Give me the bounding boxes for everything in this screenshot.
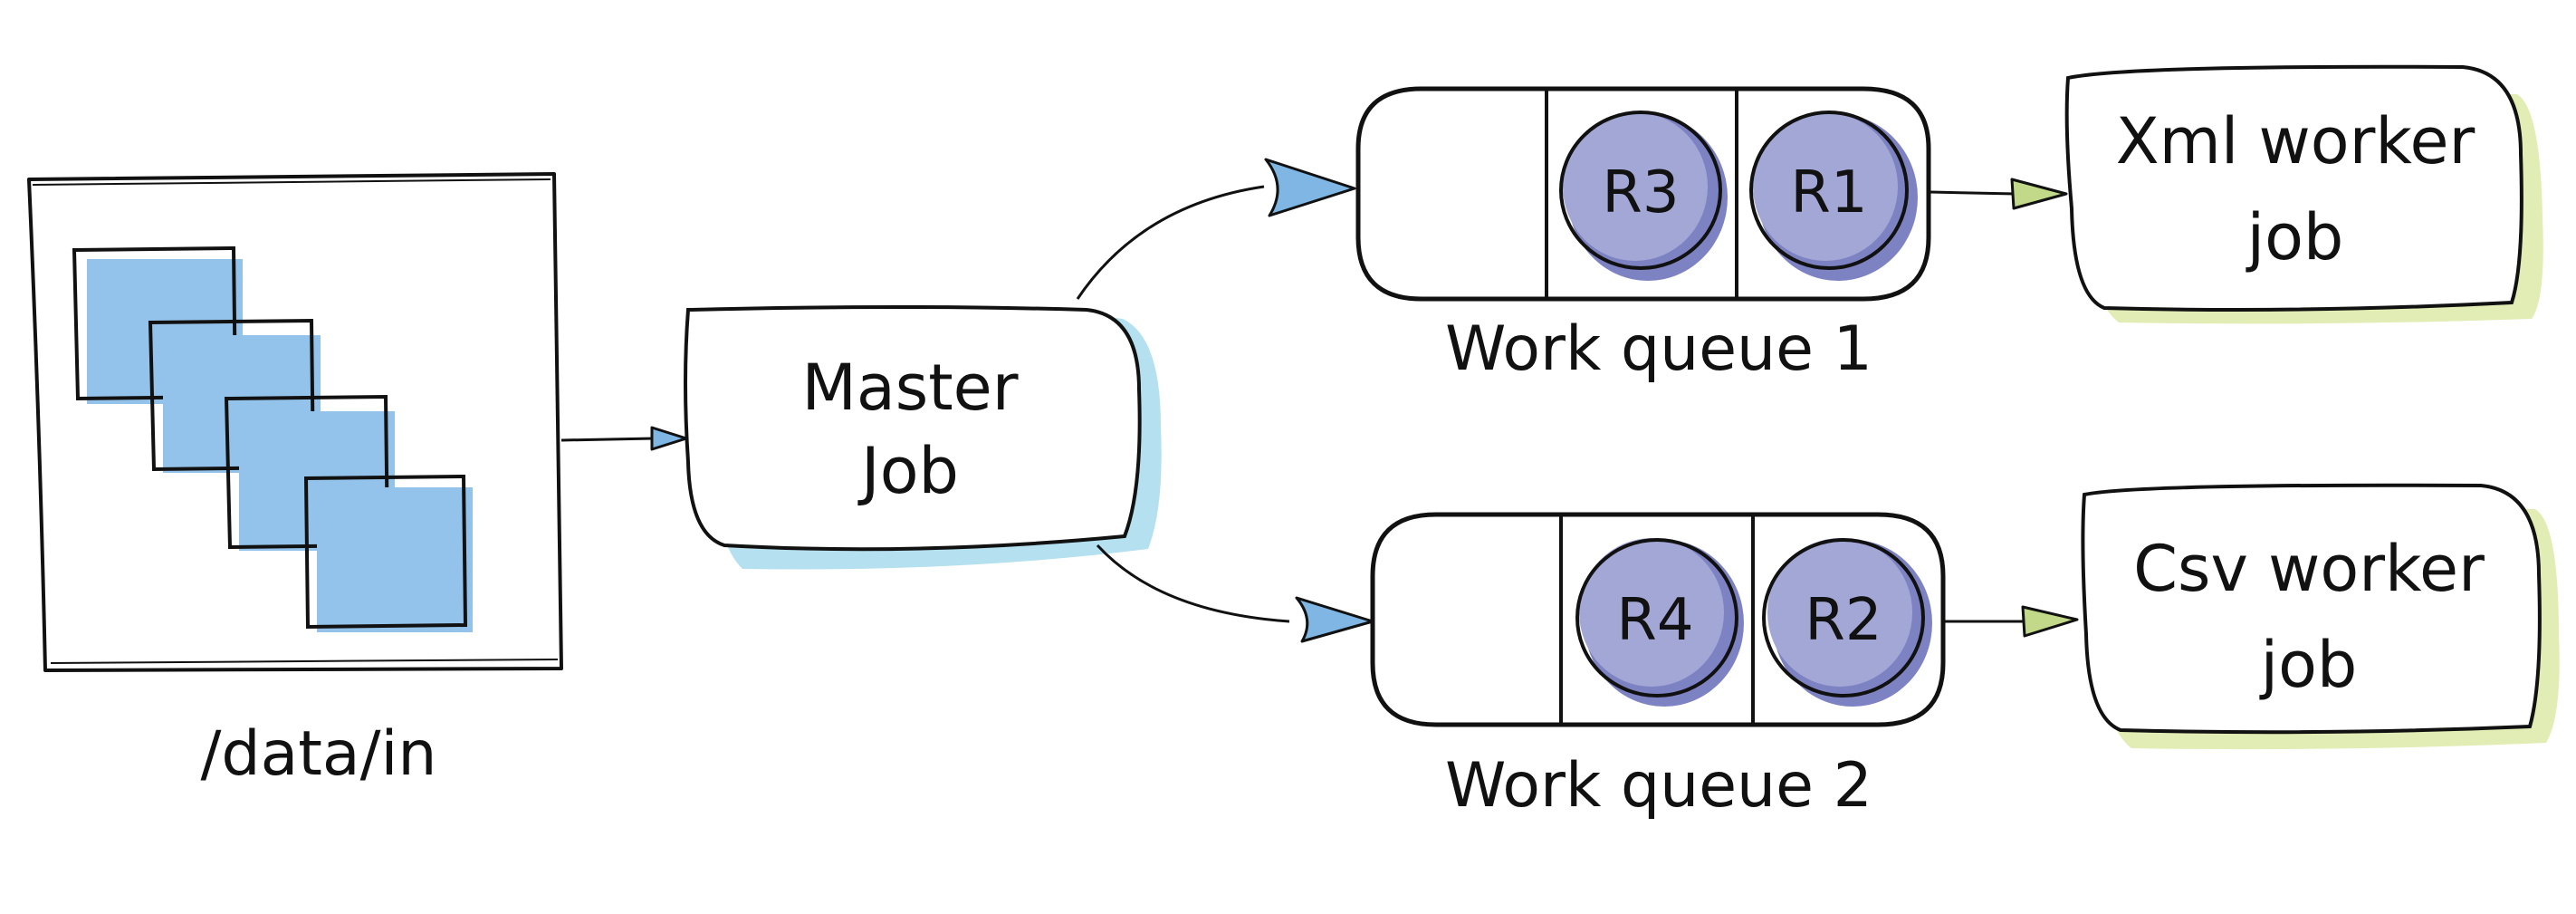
queue-2-token-r2: R2: [1762, 538, 1932, 707]
queue-1-token-r3: R3: [1559, 111, 1728, 281]
master-job-line2: Job: [857, 434, 959, 508]
arrow-queue-1-to-xml-worker: [1930, 178, 2068, 210]
arrow-queue-2-to-csv-worker: [1945, 605, 2079, 638]
queue-2-token-r4: R4: [1575, 538, 1744, 707]
master-job-box: [684, 305, 1142, 552]
xml-worker-line1: Xml worker: [2116, 104, 2475, 178]
csv-worker-node: Csv worker job: [2081, 483, 2560, 750]
queue-1-token-r1-label: R1: [1790, 159, 1867, 226]
xml-worker-node: Xml worker job: [2064, 64, 2543, 324]
queue-2-token-r2-label: R2: [1805, 587, 1882, 654]
input-folder-label: /data/in: [201, 718, 437, 790]
queue-1-token-r1: R1: [1749, 111, 1918, 281]
arrow-folder-to-master: [560, 426, 688, 451]
master-job-node: Master Job: [684, 305, 1162, 570]
queue-2-token-r4-label: R4: [1616, 587, 1693, 654]
master-job-line1: Master: [801, 351, 1018, 425]
xml-worker-line2: job: [2246, 200, 2344, 274]
csv-worker-line2: job: [2259, 628, 2358, 702]
xml-worker-box: [2064, 64, 2523, 312]
file-icon: [303, 474, 473, 632]
work-queue-2: R4 R2 Work queue 2: [1370, 512, 1946, 822]
input-folder: /data/in: [27, 172, 563, 790]
arrow-master-to-queue-2: [1096, 544, 1374, 643]
arrow-master-to-queue-1: [1076, 158, 1356, 300]
csv-worker-box: [2081, 483, 2542, 735]
csv-worker-line1: Csv worker: [2133, 532, 2485, 606]
queue-1-label: Work queue 1: [1445, 313, 1872, 385]
work-queue-1: R3 R1 Work queue 1: [1355, 86, 1931, 385]
file-stack: [72, 245, 473, 632]
queue-1-token-r3-label: R3: [1602, 159, 1679, 226]
queue-2-label: Work queue 2: [1445, 750, 1872, 822]
